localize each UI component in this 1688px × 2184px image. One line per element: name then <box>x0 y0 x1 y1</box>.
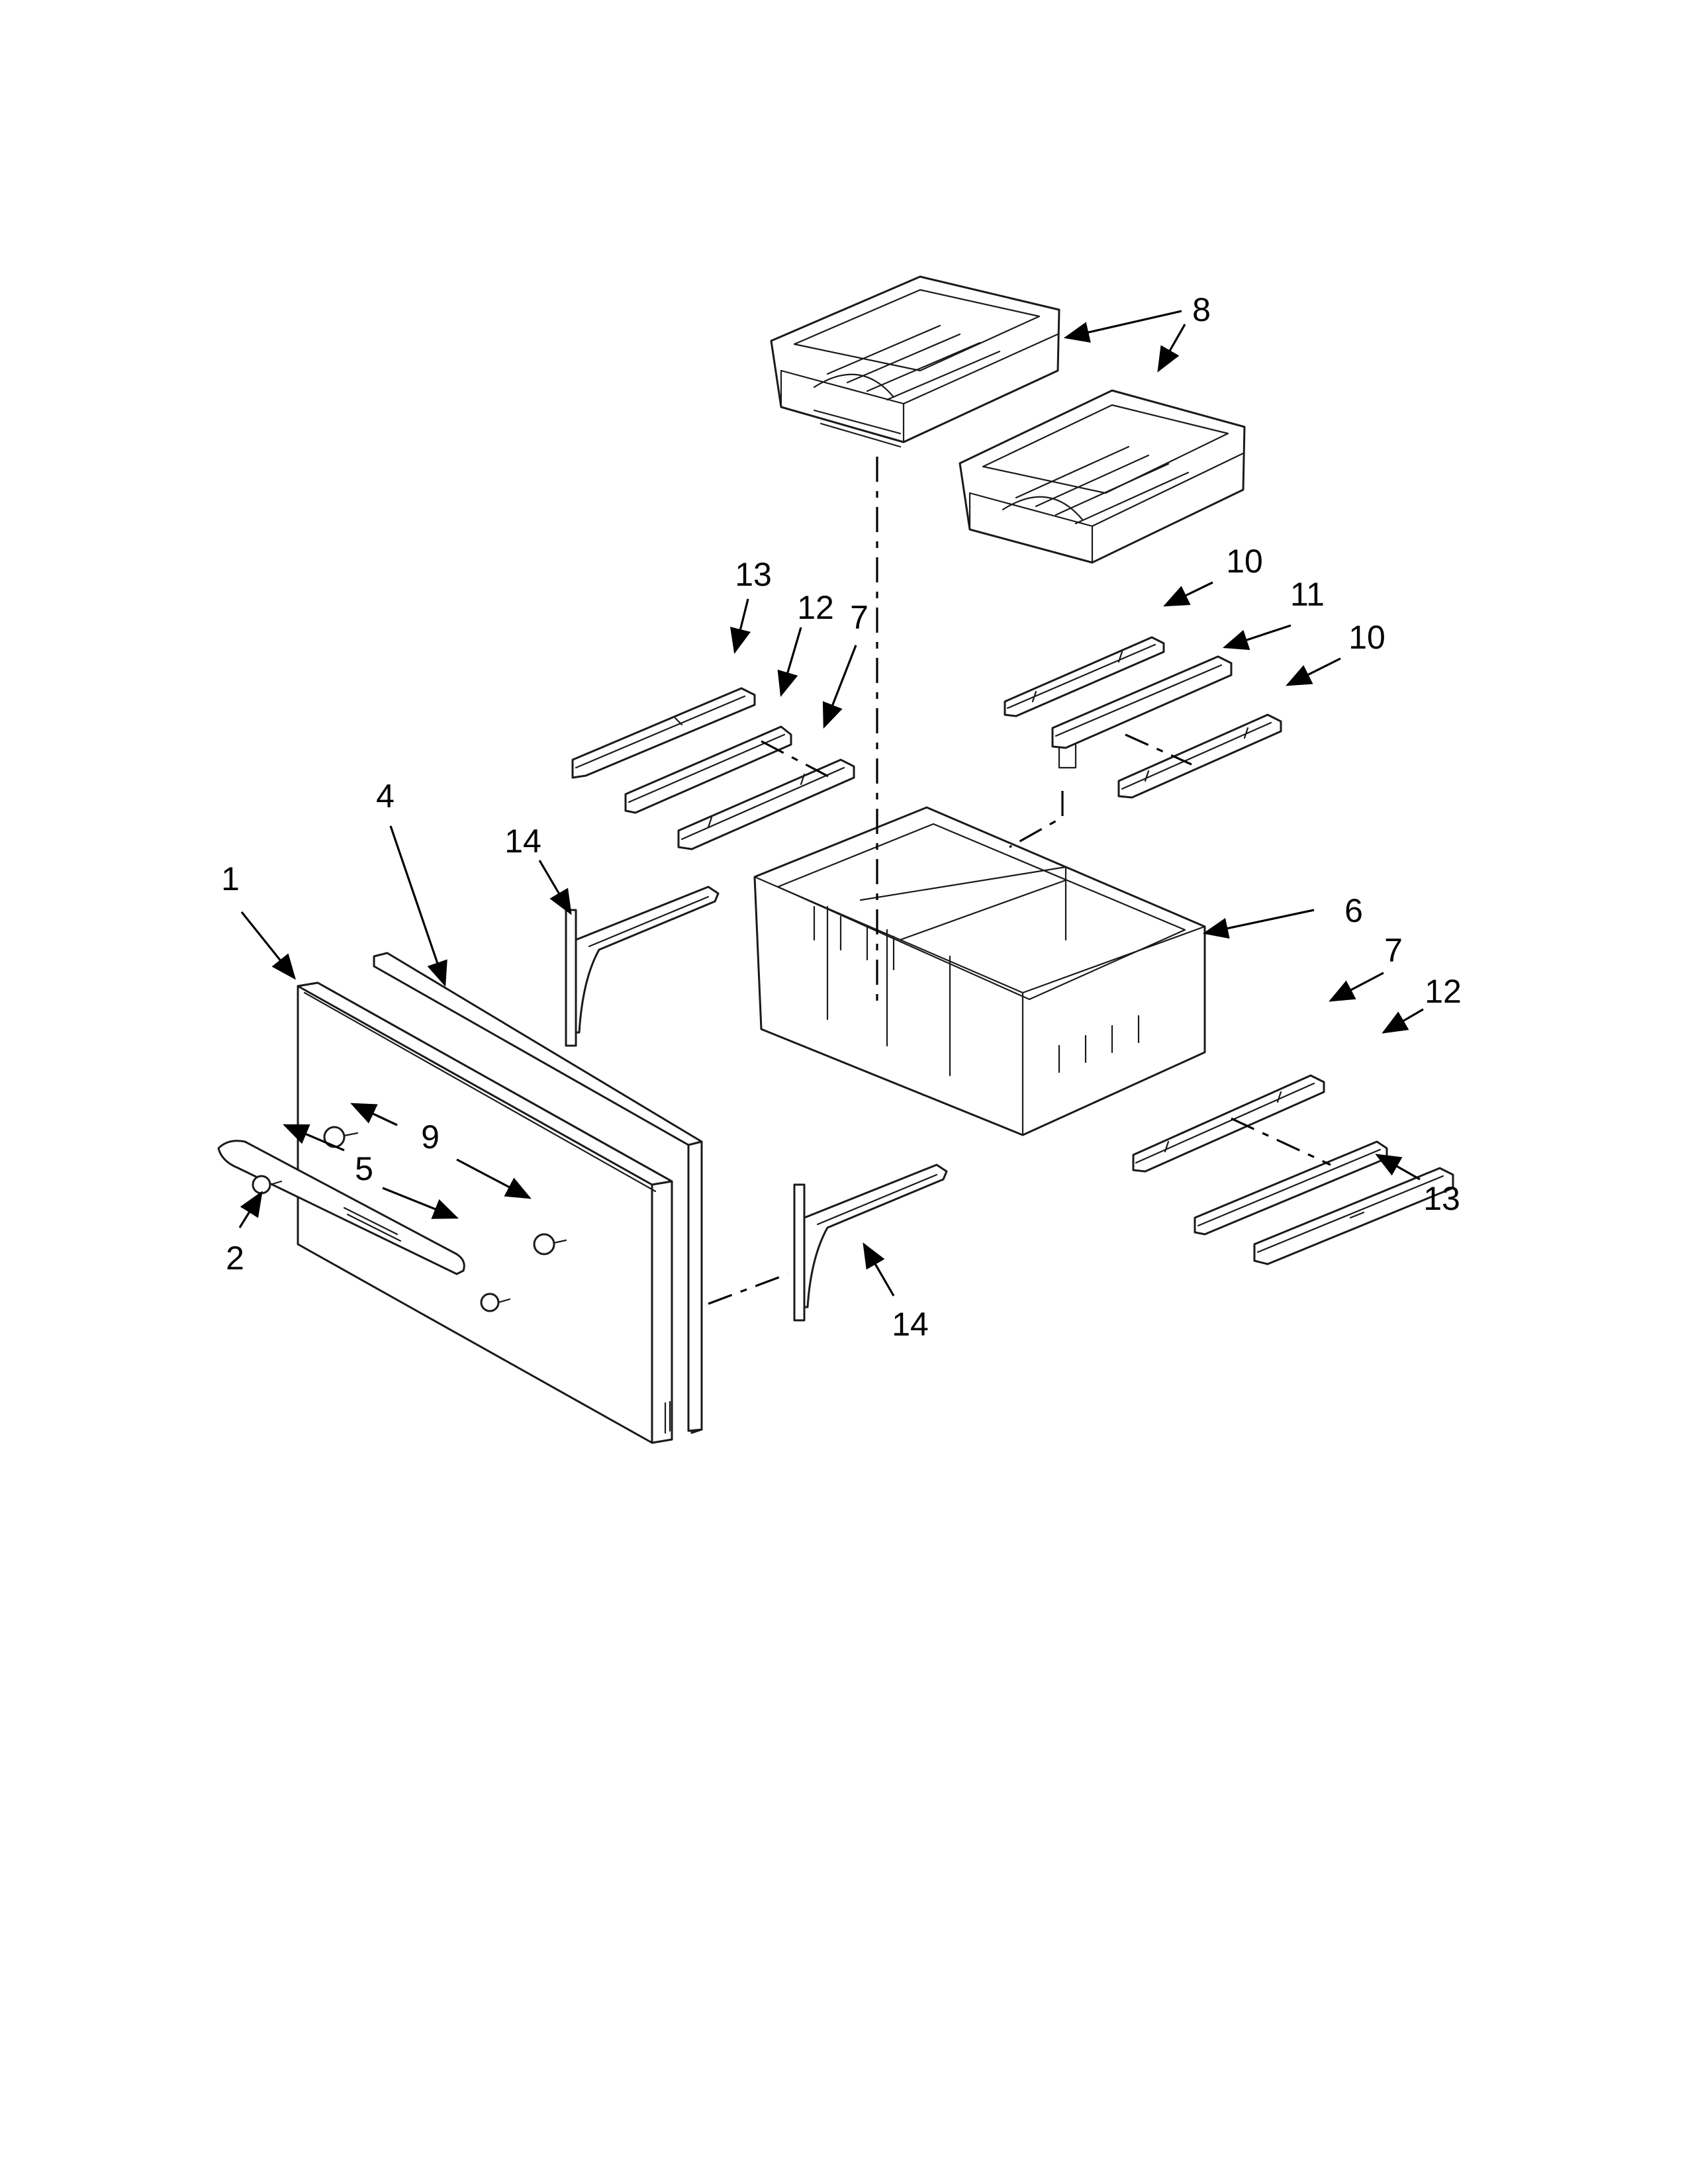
callout-1: 1 <box>221 860 240 897</box>
leader-14-upper <box>538 860 572 915</box>
leader-9a <box>350 1103 398 1126</box>
bracket-14-left <box>565 886 720 1047</box>
alignment-line-rail-right <box>1009 791 1064 848</box>
callout-14-lower: 14 <box>892 1306 929 1343</box>
rail-7-lower <box>1132 1074 1325 1173</box>
leader-6 <box>1202 909 1315 939</box>
leader-9b <box>456 1158 532 1199</box>
rail-11-center <box>1051 655 1233 769</box>
callout-12-upper: 12 <box>797 589 834 626</box>
handle-screw-left <box>252 1175 283 1195</box>
callout-12-lower: 12 <box>1425 973 1462 1010</box>
leader-13-lower <box>1375 1154 1421 1181</box>
leader-8a <box>1063 310 1182 343</box>
rail-13-upper <box>571 687 756 779</box>
leader-10-lower <box>1286 657 1341 686</box>
upper-basket-2 <box>959 389 1246 564</box>
leader-4 <box>389 825 447 987</box>
rail-7-upper <box>677 758 855 850</box>
bracket-14-right <box>793 1163 948 1322</box>
door-panel <box>297 981 673 1444</box>
alignment-line-rails-right <box>1125 733 1192 766</box>
rail-10-top <box>1004 636 1165 717</box>
leader-14-lower <box>863 1242 895 1297</box>
callout-11: 11 <box>1290 576 1325 613</box>
callout-14-upper: 14 <box>504 823 541 860</box>
leader-8b <box>1157 324 1186 373</box>
door-handle <box>217 1140 465 1275</box>
leader-11 <box>1222 624 1291 651</box>
rail-12-upper <box>624 725 792 814</box>
callout-4: 4 <box>376 778 395 815</box>
callout-13-lower: 13 <box>1423 1180 1460 1217</box>
callout-6: 6 <box>1344 892 1363 929</box>
callout-8: 8 <box>1192 291 1211 328</box>
leader-12-upper <box>777 627 802 698</box>
callout-5: 5 <box>355 1150 373 1187</box>
callout-9: 9 <box>421 1118 440 1156</box>
handle-mount-right <box>533 1233 567 1255</box>
leader-7-upper <box>822 645 857 729</box>
leader-5b <box>382 1187 459 1219</box>
handle-screw-right <box>480 1293 511 1312</box>
alignment-line-rails-lower <box>1231 1117 1331 1166</box>
callout-7-upper: 7 <box>850 599 868 636</box>
leader-5a <box>283 1124 345 1152</box>
leader-12-lower <box>1382 1008 1424 1034</box>
freezer-basket <box>753 806 1206 1136</box>
rail-10-lower <box>1117 713 1282 799</box>
callout-10-lower: 10 <box>1348 619 1385 656</box>
alignment-line-bracket <box>708 1273 788 1305</box>
callout-2: 2 <box>226 1240 244 1277</box>
rail-13-lower <box>1253 1167 1454 1265</box>
leader-10-top <box>1163 581 1213 607</box>
leader-1 <box>240 911 296 980</box>
alignment-line-rails-left <box>761 740 831 779</box>
callout-10-top: 10 <box>1226 543 1263 580</box>
leader-13-upper <box>730 598 751 655</box>
callout-7-lower: 7 <box>1384 932 1403 969</box>
leader-2 <box>238 1191 263 1228</box>
leader-7-lower <box>1329 972 1384 1002</box>
callout-13-upper: 13 <box>735 556 772 593</box>
upper-basket-1 <box>770 275 1060 448</box>
